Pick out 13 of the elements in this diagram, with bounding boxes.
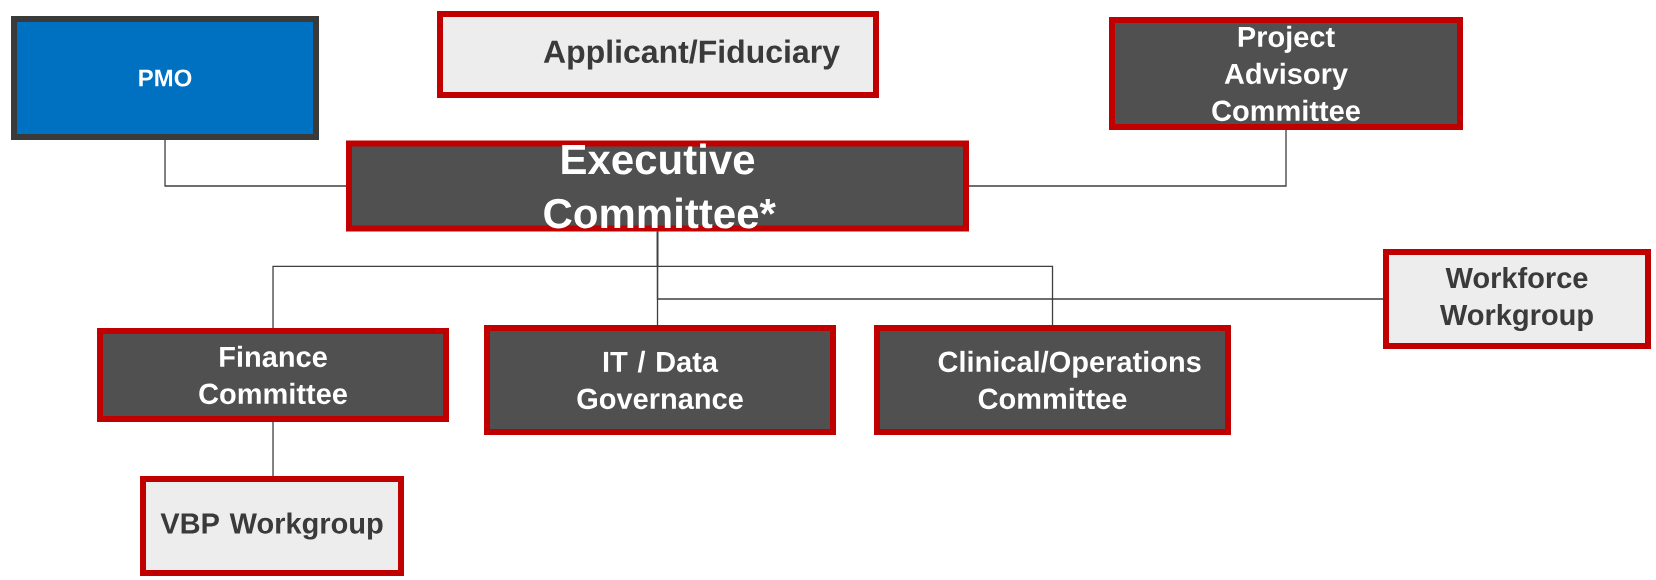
org-box: Workforce Workgroup [1383, 249, 1651, 349]
org-box: Applicant/Fiduciary [437, 11, 879, 98]
committee-box: Project Advisory Committee [1109, 17, 1463, 130]
org-box: PMO [11, 16, 319, 140]
connector-line [968, 129, 1287, 187]
committee-box: Clinical/Operations Committee [874, 325, 1231, 435]
connector-line [164, 139, 347, 187]
committee-box: Executive Committee* [346, 140, 969, 232]
committee-box: IT / Data Governance [484, 325, 836, 435]
org-box: VBP Workgroup [140, 476, 404, 576]
connector-line [656, 230, 1054, 326]
connector-line [272, 421, 274, 477]
committee-box: Finance Committee [97, 328, 449, 422]
